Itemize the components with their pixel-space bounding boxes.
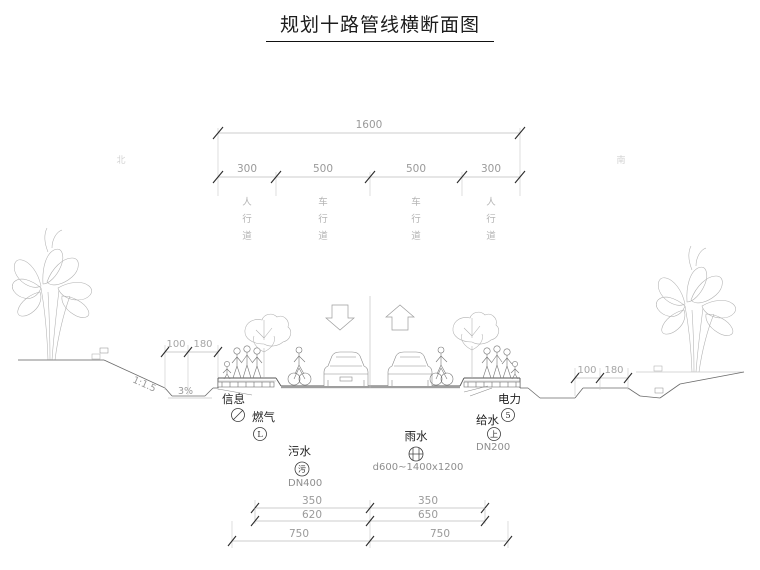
cyclist-left — [287, 346, 312, 386]
utility-label-3: 雨水 — [405, 429, 428, 443]
dim-row3-1: 750 — [430, 528, 450, 540]
utility-symbol-4: 5 — [501, 408, 515, 422]
street-tree-left — [244, 313, 291, 378]
traffic-arrow-right — [385, 304, 415, 331]
duct-bank-right — [463, 381, 521, 397]
svg-text:污: 污 — [298, 464, 306, 474]
utility-spec-5: DN200 — [476, 442, 510, 453]
lane-3-char-0: 人 — [486, 197, 496, 208]
ditch-slope-label: 3% — [178, 386, 193, 397]
utility-symbol-5: 上 — [487, 427, 501, 441]
curb-dim-right-0: 100 — [577, 365, 596, 376]
utility-symbol-3 — [408, 446, 424, 462]
lane-2-char-1: 行 — [411, 213, 421, 225]
utility-label-4: 电力 — [498, 392, 521, 406]
lane-0-char-2: 道 — [242, 230, 252, 242]
utility-label-1: 燃气 — [252, 410, 275, 424]
utility-label-0: 信息 — [222, 392, 245, 406]
vehicle-left — [323, 351, 369, 386]
curb-dim-left-1: 180 — [193, 339, 212, 350]
dim-seg-3: 300 — [481, 163, 501, 175]
lane-1-char-0: 车 — [318, 196, 328, 208]
lane-labels-group: 人 行 道 车 行 道 车 行 道 人 行 道 — [242, 196, 496, 242]
bottom-dimension-group: 350 350 620 650 750 750 — [227, 495, 513, 548]
lane-3-char-2: 道 — [486, 230, 496, 242]
lane-1-char-1: 行 — [318, 213, 328, 225]
dim-total-label: 1600 — [356, 119, 383, 131]
lane-2-char-2: 道 — [411, 230, 421, 242]
plant-right — [636, 245, 744, 373]
duct-bank-left — [217, 381, 275, 396]
lane-2-char-0: 车 — [411, 196, 421, 208]
title-block: 规划十路管线横断面图 — [0, 10, 760, 42]
road-platform — [217, 296, 521, 389]
lane-0-char-1: 行 — [242, 213, 252, 225]
street-tree-right — [452, 311, 499, 378]
utility-symbol-0 — [231, 408, 245, 422]
svg-text:上: 上 — [490, 430, 498, 439]
utility-spec-3: d600~1400x1200 — [373, 462, 464, 473]
dim-seg-2: 500 — [406, 163, 426, 175]
lane-3-char-1: 行 — [486, 213, 496, 225]
side-marker-left: 北 — [116, 155, 125, 166]
dim-seg-0: 300 — [237, 163, 257, 175]
dim-seg-1: 500 — [313, 163, 333, 175]
lane-1-char-2: 道 — [318, 230, 328, 242]
pedestrian-group-right — [481, 345, 520, 380]
pedestrian-group-left — [222, 345, 263, 380]
dim-row1-0: 350 — [302, 495, 322, 507]
right-embankment: 100 180 — [520, 365, 745, 399]
utility-label-5: 给水 — [476, 413, 499, 427]
utility-label-2: 污水 — [288, 444, 311, 458]
svg-text:5: 5 — [505, 411, 510, 420]
cyclist-right — [429, 346, 454, 386]
curb-dim-left-0: 100 — [166, 339, 185, 350]
dim-row3-0: 750 — [289, 528, 309, 540]
lane-0-char-0: 人 — [242, 197, 252, 208]
page-title: 规划十路管线横断面图 — [265, 10, 494, 42]
curb-dim-right-1: 180 — [604, 365, 623, 376]
utility-symbol-2: 污 — [294, 461, 310, 477]
side-marker-right: 南 — [616, 154, 625, 166]
vehicle-right — [387, 351, 433, 386]
traffic-arrow-left — [325, 304, 355, 331]
top-dimension-group: 1600 300 500 500 300 — [212, 119, 526, 196]
utility-symbol-1: L — [253, 427, 267, 441]
dim-row1-1: 350 — [418, 495, 438, 507]
utility-spec-2: DN400 — [288, 478, 322, 489]
dim-row2-1: 650 — [418, 509, 438, 521]
slope-label-left: 1:1.5 — [131, 375, 158, 395]
dim-row2-0: 620 — [302, 509, 322, 521]
svg-text:L: L — [257, 430, 263, 439]
left-embankment: 1:1.5 3% 100 180 — [18, 339, 223, 399]
plant-left — [12, 227, 104, 361]
